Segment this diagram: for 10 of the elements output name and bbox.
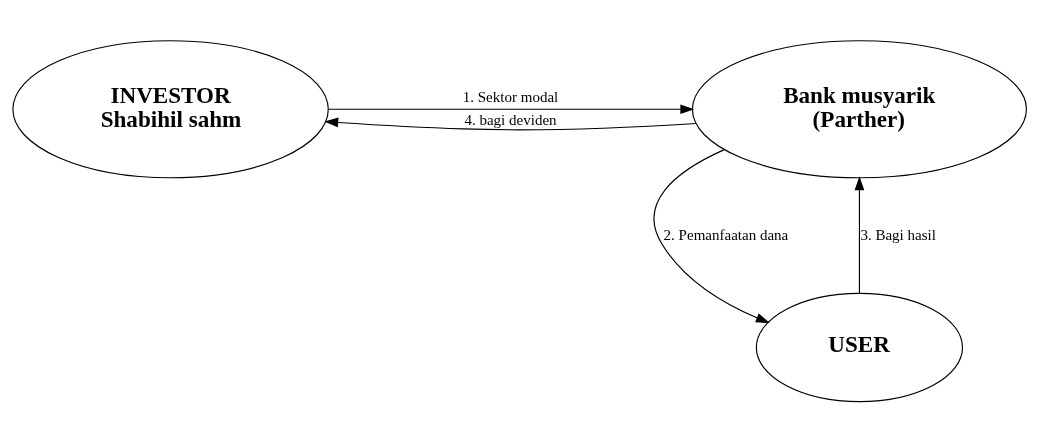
node-ellipse: INVESTOR Shabihil sahm (12, 39, 329, 178)
edge-label: 2. Pemanfaatan dana (663, 226, 789, 243)
arrow (324, 117, 697, 130)
arrow (653, 148, 770, 323)
edge-label: 3. Bagi hasil (860, 226, 936, 243)
edge-label: 1. Sektor modal (462, 88, 559, 105)
arrow (854, 175, 865, 294)
edge-label: 4. bagi deviden (464, 111, 557, 128)
node-ellipse: Bank musyarik (Parther) (691, 39, 1027, 178)
arrow (328, 103, 695, 114)
